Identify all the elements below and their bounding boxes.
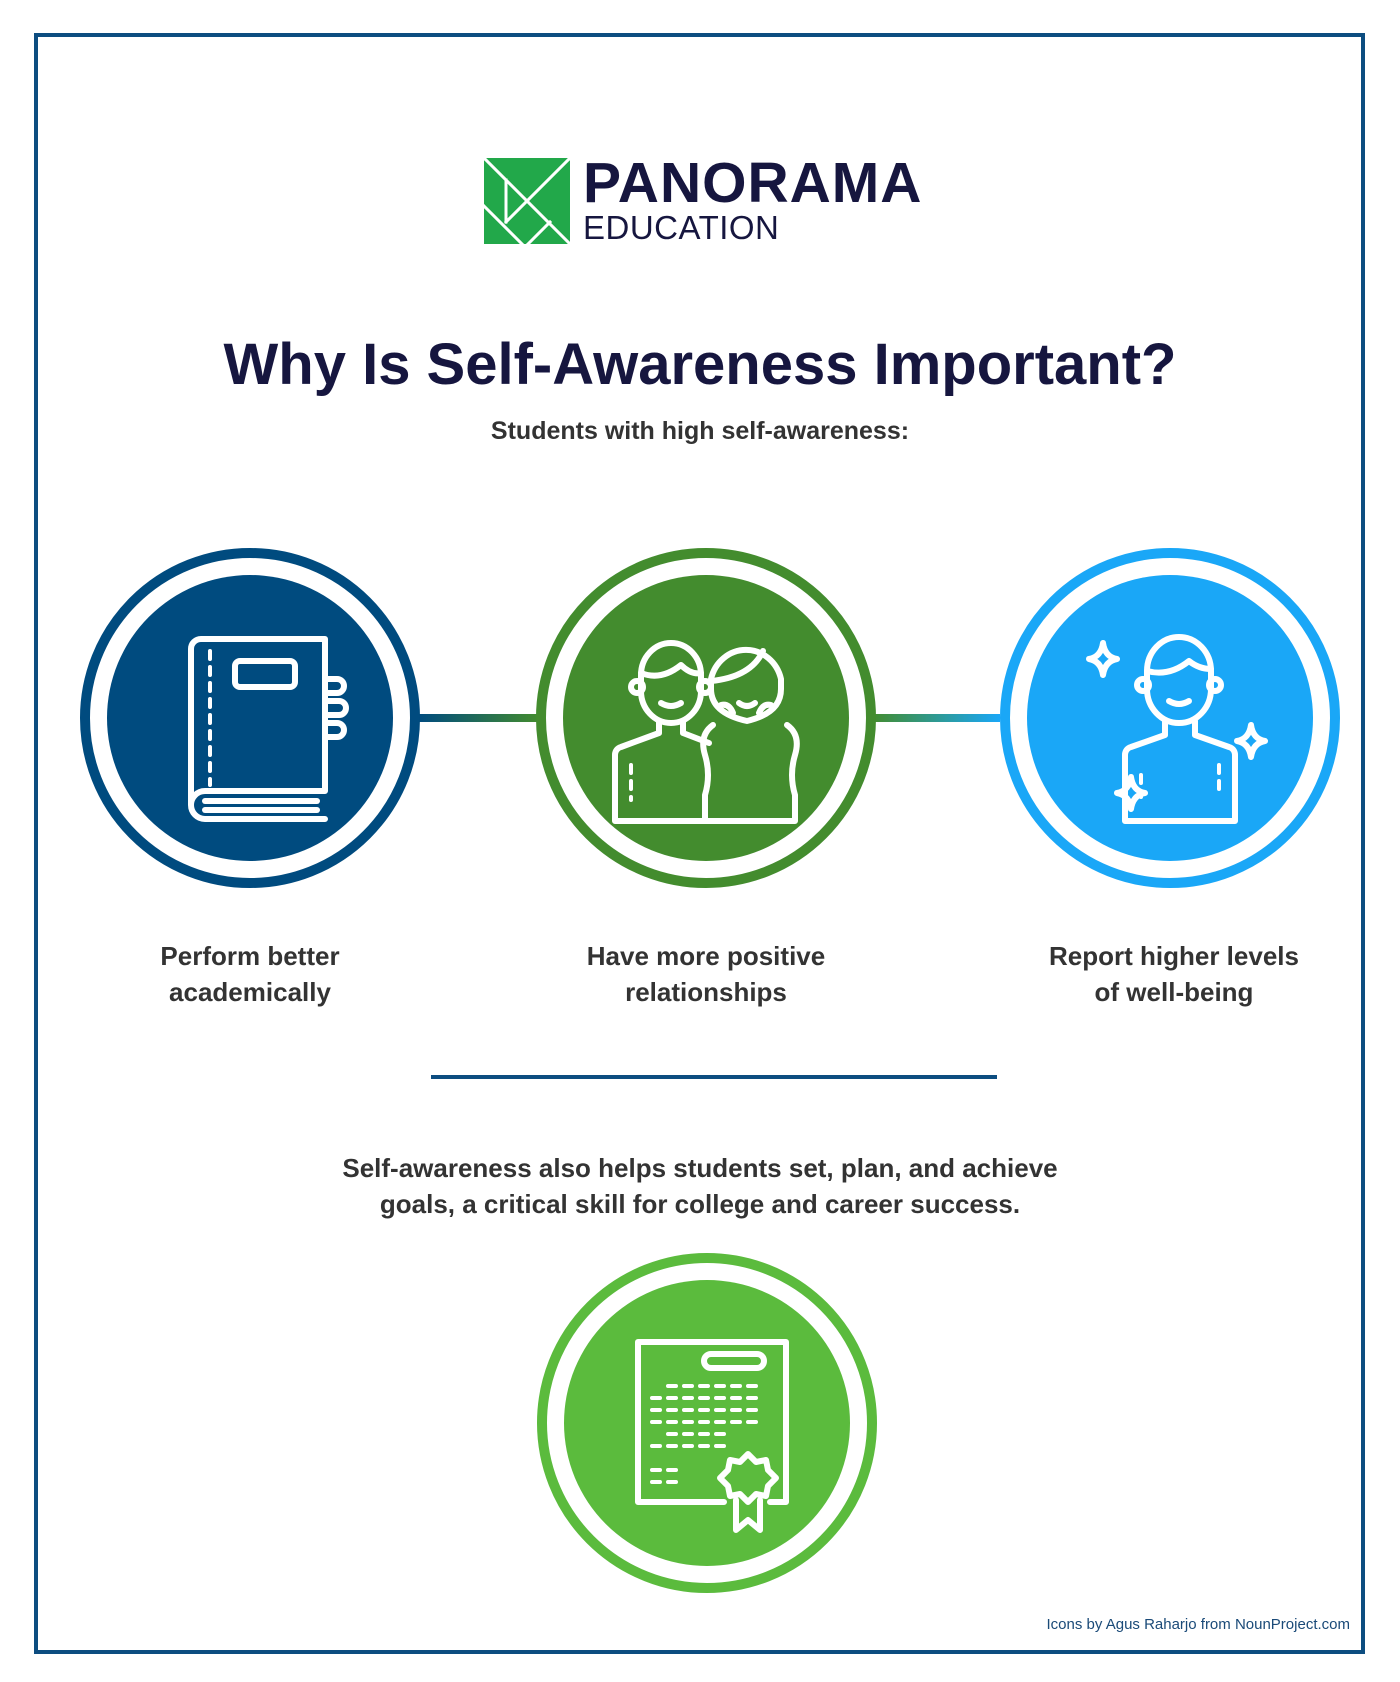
- benefit-circle-academics: [80, 548, 420, 888]
- brand-name: PANORAMA: [583, 151, 923, 215]
- connector-line-1: [418, 714, 540, 722]
- summary-text: Self-awareness also helps students set, …: [342, 1153, 1058, 1219]
- tangram-square-icon: [484, 158, 570, 244]
- benefit-label-relationships: Have more positive relationships: [586, 941, 826, 1007]
- certificate-icon: [635, 1339, 789, 1533]
- sparkle-person-icon: [1086, 634, 1268, 824]
- benefit-circle-relationships: [536, 548, 876, 888]
- benefit-circle-wellbeing: [1000, 548, 1340, 888]
- panorama-education-logo: PANORAMA EDUCATION: [484, 152, 954, 246]
- two-people-icon: [612, 640, 800, 824]
- summary-circle-goals: [537, 1253, 877, 1593]
- connector-line-2: [872, 714, 1000, 722]
- page-frame: [34, 33, 1365, 1654]
- section-divider: [431, 1075, 997, 1079]
- benefit-label-academics: Perform better academically: [160, 941, 340, 1007]
- benefit-label-wellbeing: Report higher levels of well-being: [1049, 941, 1299, 1007]
- page-title: Why Is Self-Awareness Important?: [223, 332, 1177, 397]
- page-subtitle: Students with high self-awareness:: [490, 417, 910, 445]
- brand-subname: EDUCATION: [583, 209, 780, 246]
- icon-credit: Icons by Agus Raharjo from NounProject.c…: [1046, 1616, 1350, 1633]
- notebook-icon: [188, 636, 349, 822]
